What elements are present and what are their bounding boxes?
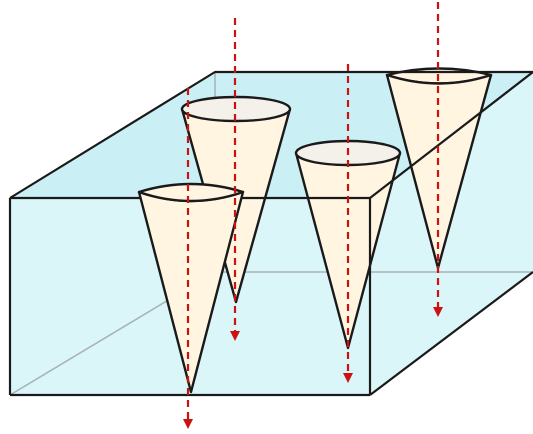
arrows: [183, 2, 443, 429]
block-edges: [8, 70, 533, 397]
cone-back-left-mouth: [180, 95, 292, 123]
block-right-face: [370, 72, 533, 395]
cone-front-left: [137, 182, 245, 394]
